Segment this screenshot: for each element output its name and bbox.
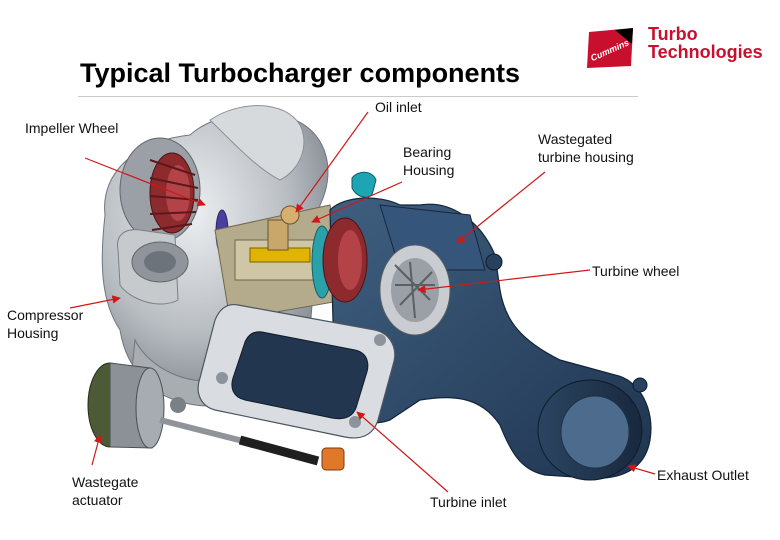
label-wastegated-turbine-housing: Wastegated turbine housing bbox=[538, 130, 634, 166]
brand-line-2: Technologies bbox=[648, 42, 763, 62]
label-exhaust-outlet: Exhaust Outlet bbox=[657, 467, 749, 483]
wastegate-actuator-shape bbox=[87, 362, 345, 471]
turbine-inlet-flange-shape bbox=[197, 303, 396, 439]
arrow-wastegated bbox=[456, 171, 546, 244]
label-turbine-wheel: Turbine wheel bbox=[592, 263, 680, 279]
brand-wordmark: Turbo Technologies bbox=[648, 25, 763, 61]
bearing-housing-shape bbox=[214, 171, 377, 321]
label-compressor-line1: Compressor bbox=[7, 307, 84, 323]
turbine-housing-shape bbox=[322, 197, 652, 481]
arrow-turbine-wheel bbox=[417, 269, 591, 294]
arrow-oil-inlet bbox=[295, 111, 369, 213]
arrow-bearing bbox=[311, 181, 403, 223]
label-wastegated-line2: turbine housing bbox=[538, 149, 634, 165]
cummins-logo: Cummins bbox=[587, 28, 633, 68]
label-bearing-housing: Bearing Housing bbox=[403, 143, 454, 179]
title-divider bbox=[78, 96, 638, 97]
label-wastegate-line2: actuator bbox=[72, 492, 123, 508]
slide-title: Typical Turbocharger components bbox=[80, 58, 521, 88]
label-oil-inlet: Oil inlet bbox=[375, 99, 422, 115]
label-impeller-wheel: Impeller Wheel bbox=[25, 120, 119, 136]
arrow-turbine-inlet bbox=[356, 411, 449, 493]
label-turbine-inlet: Turbine inlet bbox=[430, 494, 507, 510]
arrow-compressor bbox=[69, 295, 121, 309]
arrow-exhaust bbox=[627, 464, 656, 475]
brand-line-1: Turbo bbox=[648, 24, 698, 44]
label-bearing-housing-line2: Housing bbox=[403, 162, 455, 178]
label-wastegate-actuator: Wastegate actuator bbox=[72, 473, 138, 509]
arrow-impeller bbox=[84, 157, 206, 207]
pointer-arrows bbox=[69, 111, 656, 493]
label-compressor-housing: Compressor Housing bbox=[7, 306, 83, 342]
label-bearing-housing-line1: Bearing bbox=[403, 144, 452, 160]
label-wastegate-line1: Wastegate bbox=[72, 474, 139, 490]
label-compressor-line2: Housing bbox=[7, 325, 59, 341]
label-wastegated-line1: Wastegated bbox=[538, 131, 613, 147]
arrow-wastegate bbox=[91, 434, 103, 466]
